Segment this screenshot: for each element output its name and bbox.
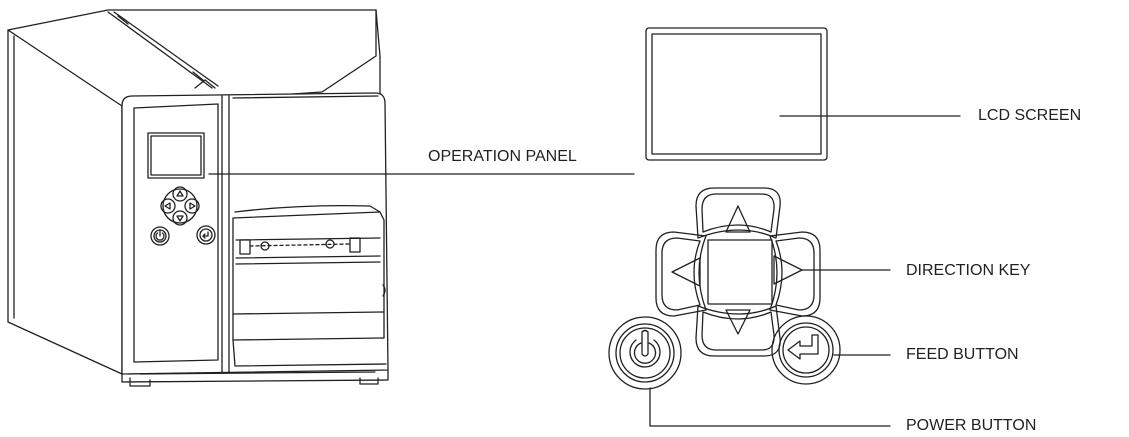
feed-button-large bbox=[771, 315, 841, 385]
triangle-up-icon bbox=[695, 187, 781, 239]
label-lcd-screen: LCD SCREEN bbox=[978, 107, 1082, 124]
printer-power-button bbox=[150, 226, 170, 246]
label-operation-panel: OPERATION PANEL bbox=[428, 148, 577, 165]
printer-lcd-screen bbox=[147, 132, 205, 179]
triangle-right-icon bbox=[769, 231, 821, 317]
enter-arrow-icon bbox=[787, 334, 819, 360]
direction-keys-large bbox=[655, 187, 821, 357]
label-direction-key: DIRECTION KEY bbox=[906, 262, 1031, 279]
label-feed-button: FEED BUTTON bbox=[906, 346, 1019, 363]
leader-line-power-button bbox=[649, 387, 891, 427]
lcd-screen-large bbox=[645, 27, 828, 161]
power-icon bbox=[629, 329, 661, 368]
triangle-down-icon bbox=[695, 305, 781, 357]
triangle-left-icon bbox=[655, 231, 707, 317]
printer-feed-button bbox=[196, 225, 216, 245]
label-power-button: POWER BUTTON bbox=[906, 417, 1037, 434]
printer-direction-pad bbox=[160, 186, 200, 226]
printer-illustration bbox=[7, 9, 389, 387]
power-button-large bbox=[608, 316, 682, 390]
